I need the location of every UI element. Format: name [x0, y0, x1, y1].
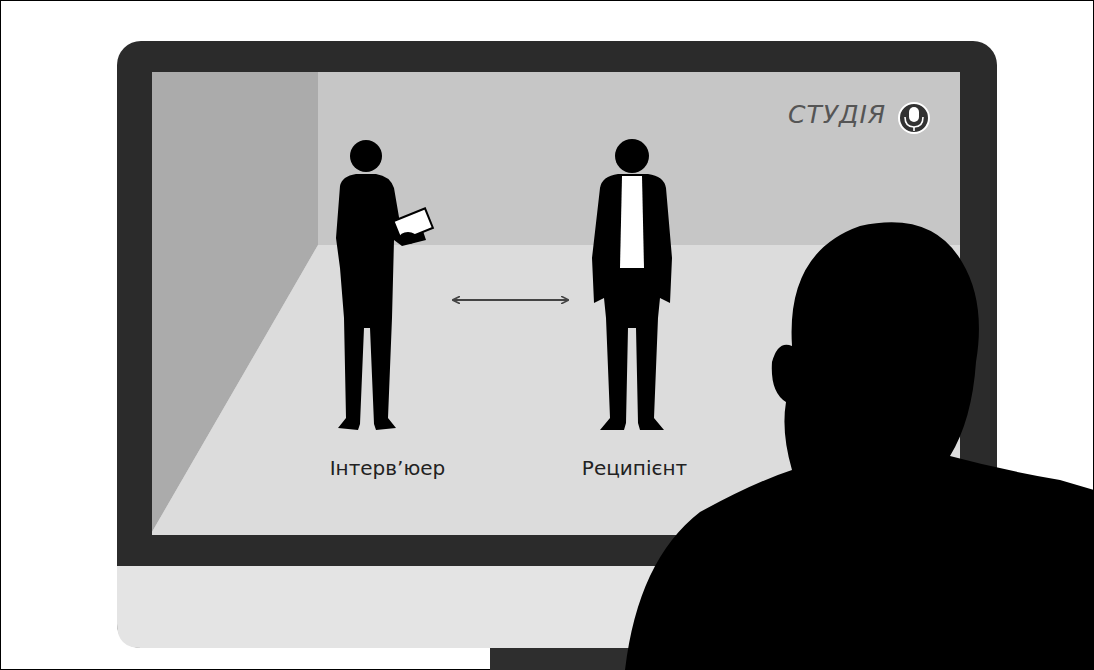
person-figure: Інтерв’юер: [326, 128, 450, 490]
person-label: Реципієнт: [572, 456, 697, 480]
person-figure: Реципієнт: [572, 128, 697, 490]
person-label: Інтерв’юер: [326, 456, 450, 480]
person-silhouette: [330, 128, 445, 490]
viewer-silhouette: [625, 222, 1094, 670]
microphone-icon: [899, 103, 929, 133]
double-arrow: [453, 299, 568, 301]
studio-label: СТУДІЯ: [788, 100, 886, 129]
person-silhouette: [572, 128, 697, 490]
